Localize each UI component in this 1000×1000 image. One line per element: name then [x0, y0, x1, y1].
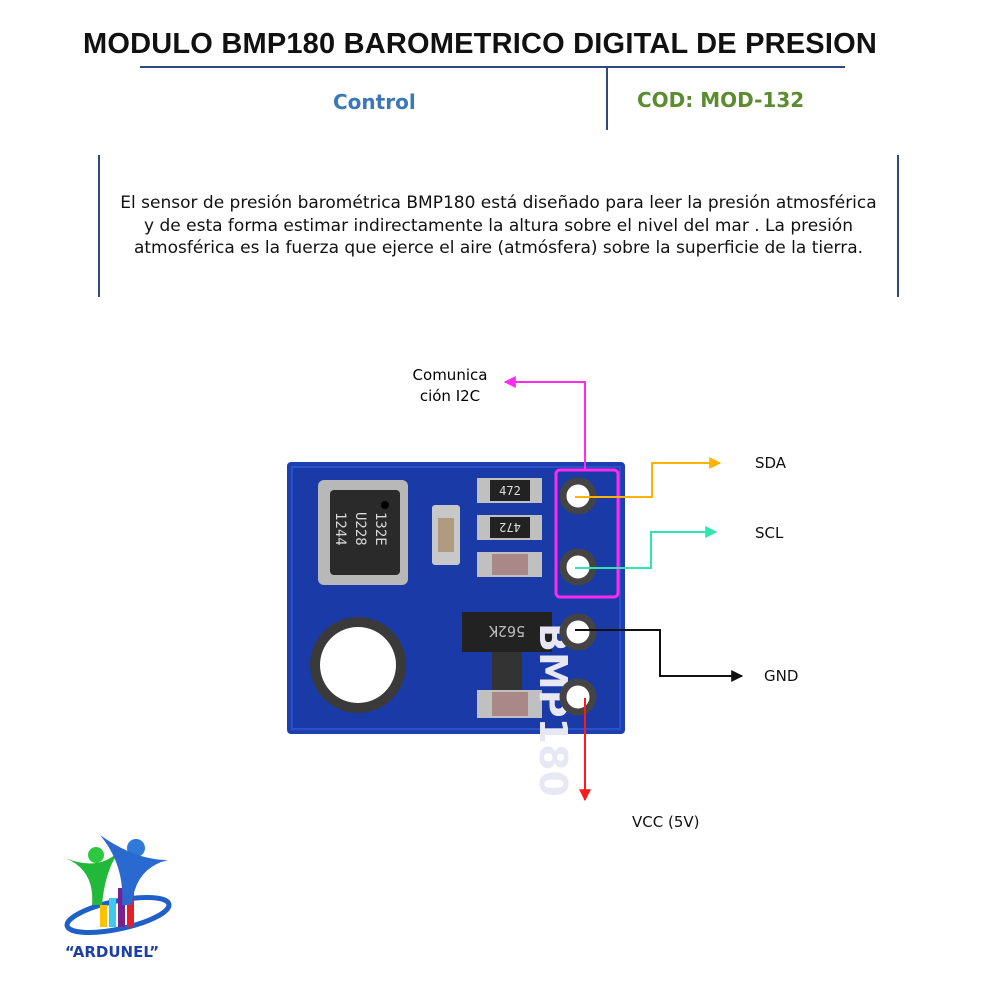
gnd-label: GND — [764, 667, 799, 685]
page-title: MODULO BMP180 BAROMETRICO DIGITAL DE PRE… — [82, 28, 877, 60]
resistor-marking: 472 — [499, 520, 521, 534]
sda-arrow — [575, 457, 722, 498]
category-label: Control — [333, 90, 416, 114]
ardunel-logo: “ARDUNEL” — [64, 835, 172, 961]
chip-marking: 1244 — [332, 512, 348, 546]
pin-gnd — [559, 613, 597, 651]
vcc-label: VCC (5V) — [632, 813, 700, 831]
pin-vcc — [559, 678, 597, 716]
gnd-arrow — [575, 629, 744, 682]
divider — [606, 67, 608, 130]
scl-arrow — [575, 526, 718, 569]
logo-text: “ARDUNEL” — [65, 943, 159, 961]
description-box: El sensor de presión barométrica BMP180 … — [98, 155, 899, 297]
i2c-label: Comunica ción I2C — [400, 365, 500, 407]
chip-marking: U228 — [352, 512, 368, 546]
i2c-group-box — [554, 468, 620, 599]
i2c-label-line: ción I2C — [419, 387, 481, 405]
regulator-marking: 562K — [489, 622, 525, 640]
chip-marking: 132E — [372, 512, 388, 546]
product-code: COD: MOD-132 — [637, 88, 805, 112]
i2c-arrow — [503, 376, 586, 470]
sda-label: SDA — [755, 454, 787, 472]
divider — [140, 66, 845, 68]
regulator — [462, 612, 552, 652]
description-text: El sensor de presión barométrica BMP180 … — [120, 193, 877, 259]
resistor-marking: 472 — [499, 484, 521, 498]
scl-label: SCL — [755, 524, 784, 542]
pcb-board: 1244 U228 132E 472 472 562K BMP180 — [287, 462, 625, 797]
i2c-label-line: Comunica — [412, 366, 488, 384]
